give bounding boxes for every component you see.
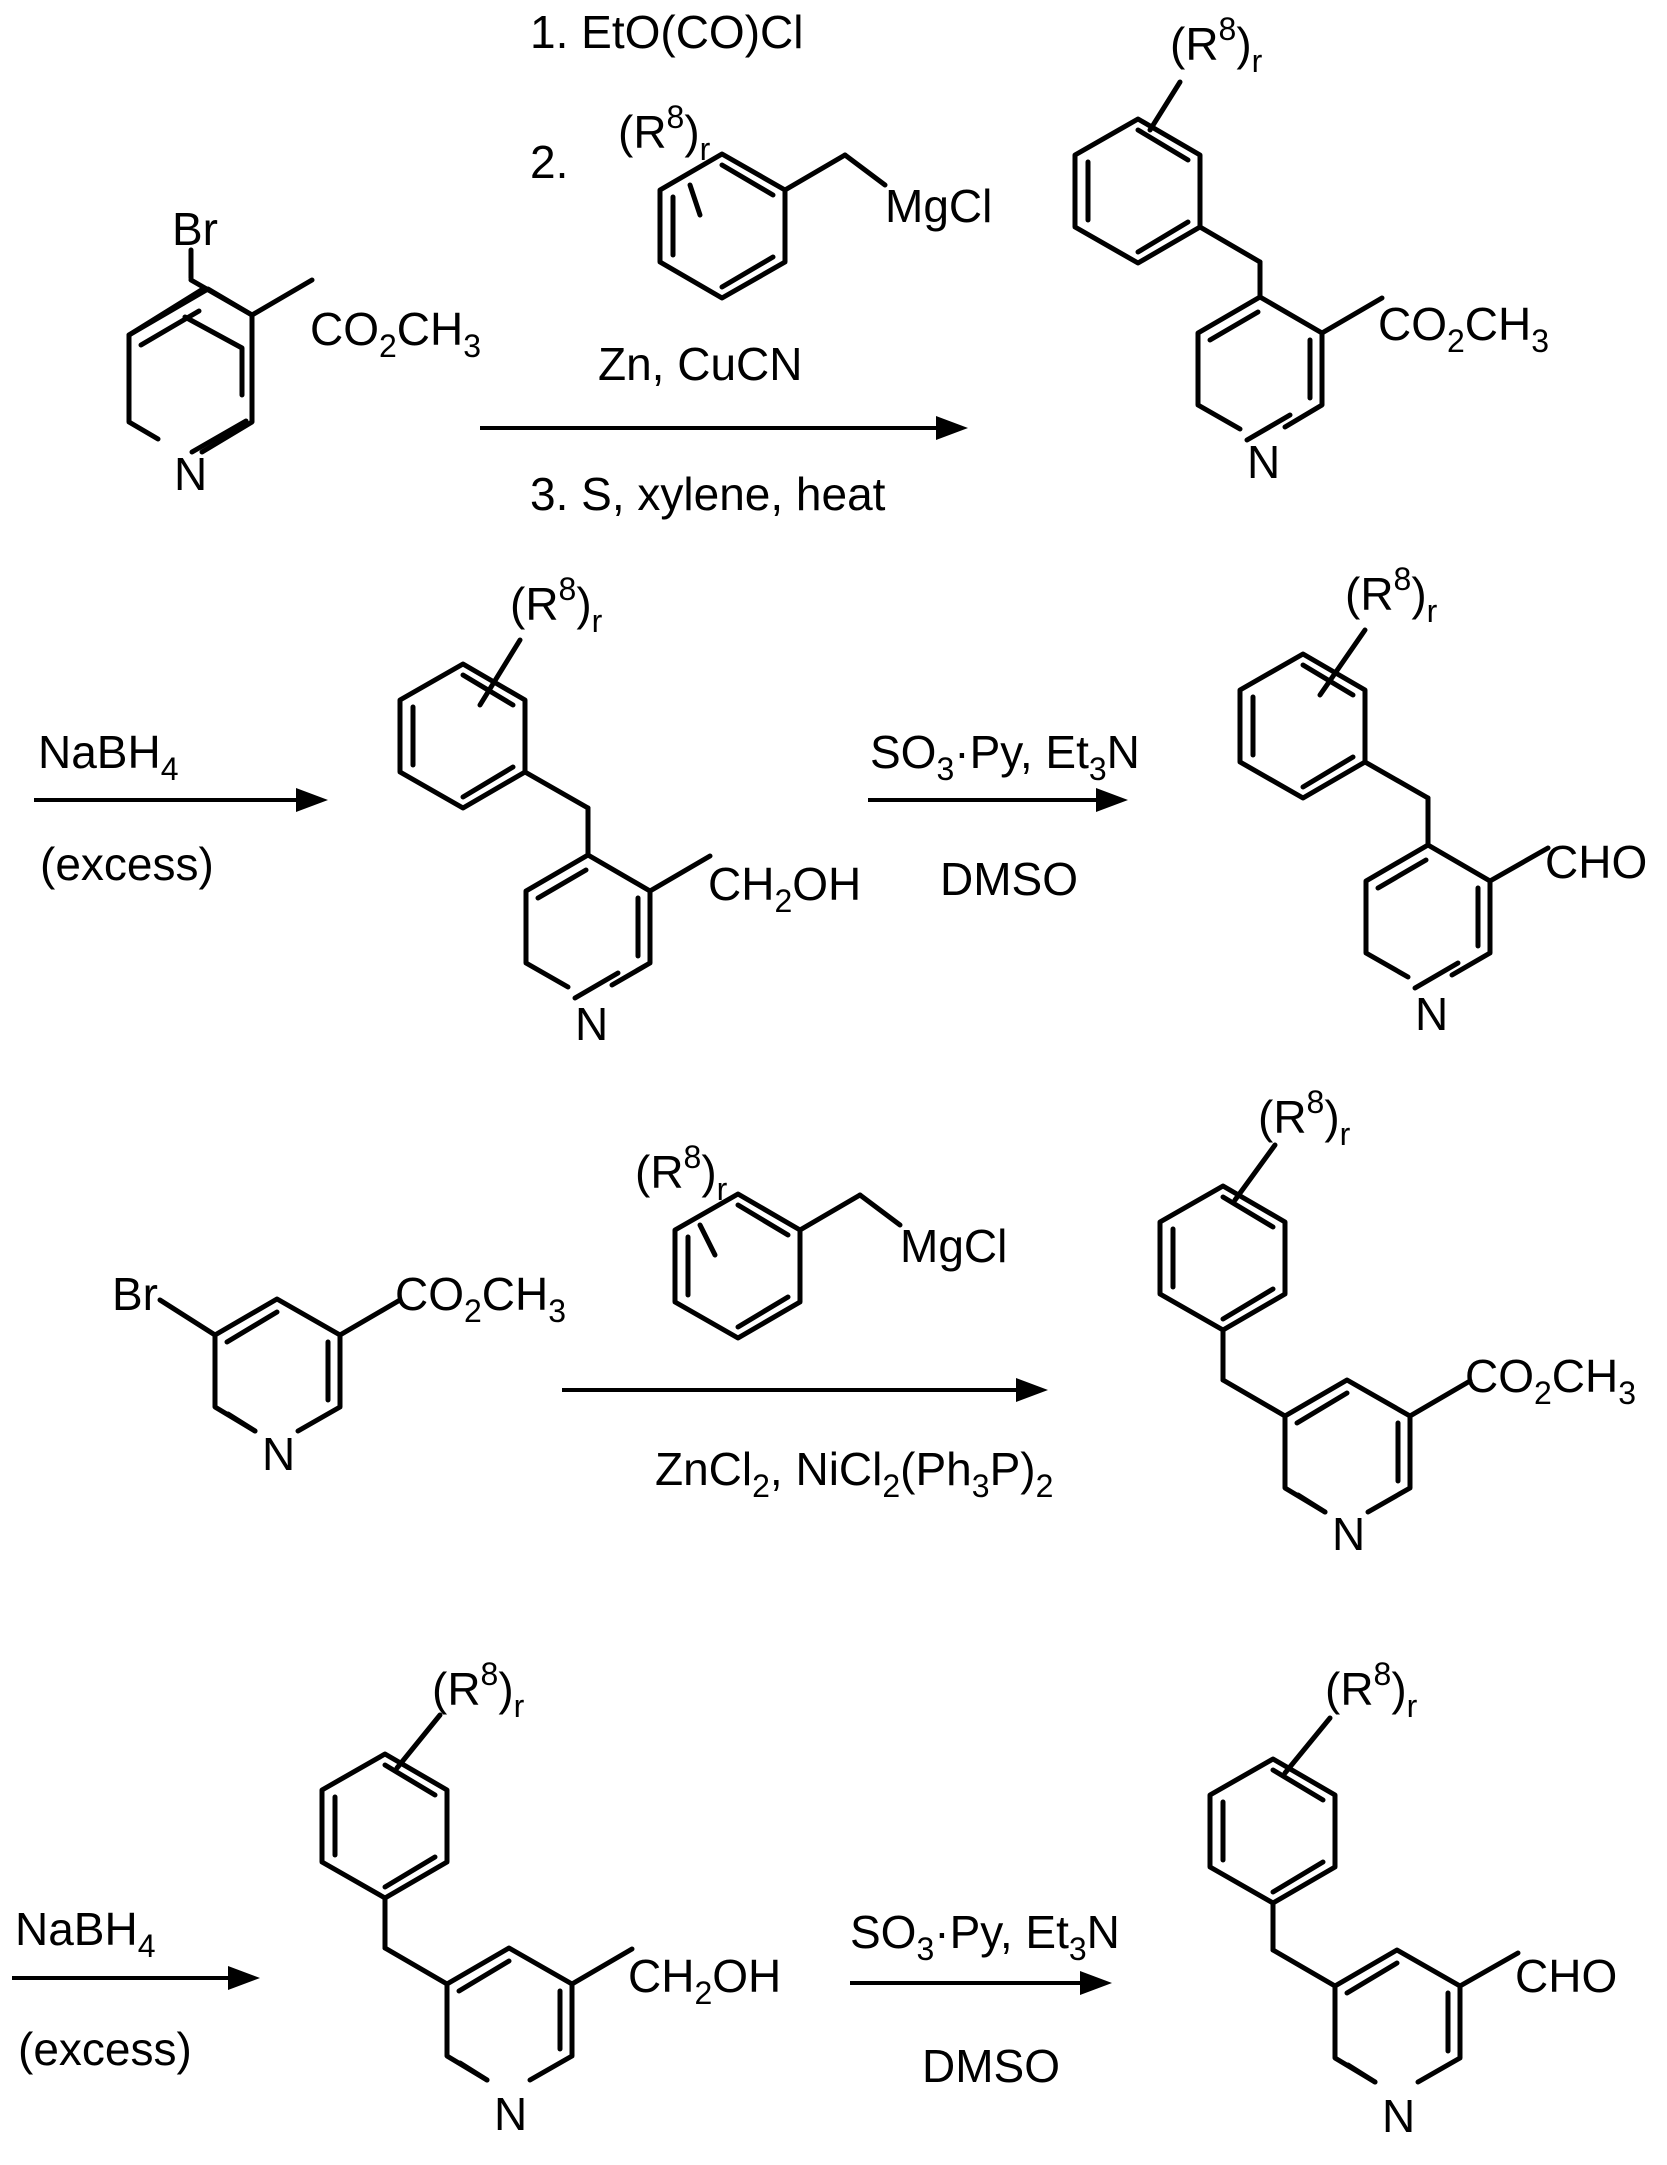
pyridine-n-label-7: N [494, 2088, 527, 2140]
product-5-benzyl-nicotinaldehyde: N CHO (R8)r [1210, 1656, 1617, 2142]
pyridine-n-label-6: N [1332, 1508, 1365, 1560]
step5-conditions: NaBH4 (excess) [12, 1903, 260, 2075]
pyridine-n-label-2: N [1247, 436, 1280, 488]
alcohol-label-2: CH2OH [628, 1950, 781, 2011]
step6-conditions: SO3·Py, Et3N DMSO [850, 1906, 1120, 2092]
arrow-head-6 [1080, 1971, 1112, 1995]
step4-conditions: MgCl (R8)r ZnCl2, NiCl2(Ph3P)2 [562, 1139, 1053, 1504]
reagent-dmso: DMSO [940, 853, 1078, 905]
ester-label-4: CO2CH3 [1465, 1350, 1636, 1411]
product-5-benzyl-pyridinemethanol: N CH2OH (R8)r [322, 1656, 781, 2140]
start-5-bromonicotinate: Br N CO2CH3 [112, 1268, 566, 1480]
r8-substituent-label-6: (R8)r [1258, 1084, 1351, 1152]
reagent-so3py: SO3·Py, Et3N [870, 726, 1140, 787]
benzyl-grignard-1: MgCl (R8)r [618, 99, 992, 298]
step1-conditions: 1. EtO(CO)Cl 2. MgCl (R8)r Zn, CuCN 3. S… [480, 6, 992, 520]
product-4-benzyl-pyridinemethanol: N CH2OH (R8)r [400, 571, 861, 1050]
r8-substituent-label-8: (R8)r [1325, 1656, 1418, 1724]
pyridine-n-label-8: N [1382, 2090, 1415, 2142]
step2-conditions: NaBH4 (excess) [34, 726, 328, 890]
pyridine-n-label-4: N [1415, 988, 1448, 1040]
arrow-head-1 [936, 416, 968, 440]
r8-substituent-label-7: (R8)r [432, 1656, 525, 1724]
reagent-excess: (excess) [40, 838, 214, 890]
ester-label: CO2CH3 [310, 303, 481, 364]
reagent-dmso-2: DMSO [922, 2040, 1060, 2092]
reagent-nabh4: NaBH4 [38, 726, 179, 787]
reagent-so3py-2: SO3·Py, Et3N [850, 1906, 1120, 1967]
arrow-head-2 [296, 788, 328, 812]
grignard-label-2: MgCl [900, 1220, 1007, 1272]
r8-substituent-label-4: (R8)r [1345, 561, 1438, 629]
arrow-head-4 [1016, 1378, 1048, 1402]
r8-substituent-label-3: (R8)r [510, 571, 603, 639]
alcohol-label: CH2OH [708, 858, 861, 919]
benzyl-grignard-2: MgCl (R8)r [635, 1139, 1007, 1338]
pyridine-n-label-3: N [575, 998, 608, 1050]
arrow-head-5 [228, 1966, 260, 1990]
grignard-label: MgCl [885, 180, 992, 232]
product-4-benzyl-nicotinaldehyde: N CHO (R8)r [1240, 561, 1647, 1040]
reagent-excess-2: (excess) [18, 2023, 192, 2075]
bromo-label-2: Br [112, 1268, 158, 1320]
ester-label-2: CO2CH3 [1378, 298, 1549, 359]
reagent-ethyl-chloroformate: 1. EtO(CO)Cl [530, 6, 803, 58]
r8-substituent-label-5: (R8)r [635, 1139, 728, 1207]
step3-conditions: SO3·Py, Et3N DMSO [868, 726, 1140, 905]
bromo-label: Br [172, 203, 218, 255]
start-4-bromonicotinate: Br N CO2CH3 [129, 203, 481, 500]
r8-substituent-label: (R8)r [618, 99, 711, 167]
reagent-sulfur-xylene: 3. S, xylene, heat [530, 468, 886, 520]
aldehyde-label-2: CHO [1515, 1950, 1617, 2002]
arrow-head-3 [1096, 788, 1128, 812]
aldehyde-label: CHO [1545, 836, 1647, 888]
pyridine-n-label-5: N [262, 1428, 295, 1480]
reagent-nabh4-2: NaBH4 [15, 1903, 156, 1964]
r8-substituent-label-2: (R8)r [1170, 11, 1263, 79]
ester-label-3: CO2CH3 [395, 1268, 566, 1329]
pyridine-n-label: N [174, 448, 207, 500]
reagent-zn-cucn: Zn, CuCN [598, 338, 802, 390]
reagent-zncl2-nicl2: ZnCl2, NiCl2(Ph3P)2 [655, 1443, 1053, 1504]
product-5-benzylnicotinate: N CO2CH3 (R8)r [1160, 1084, 1636, 1560]
product-4-benzylnicotinate: N CO2CH3 (R8)r [1075, 11, 1549, 488]
reagent-step2-number: 2. [530, 136, 568, 188]
